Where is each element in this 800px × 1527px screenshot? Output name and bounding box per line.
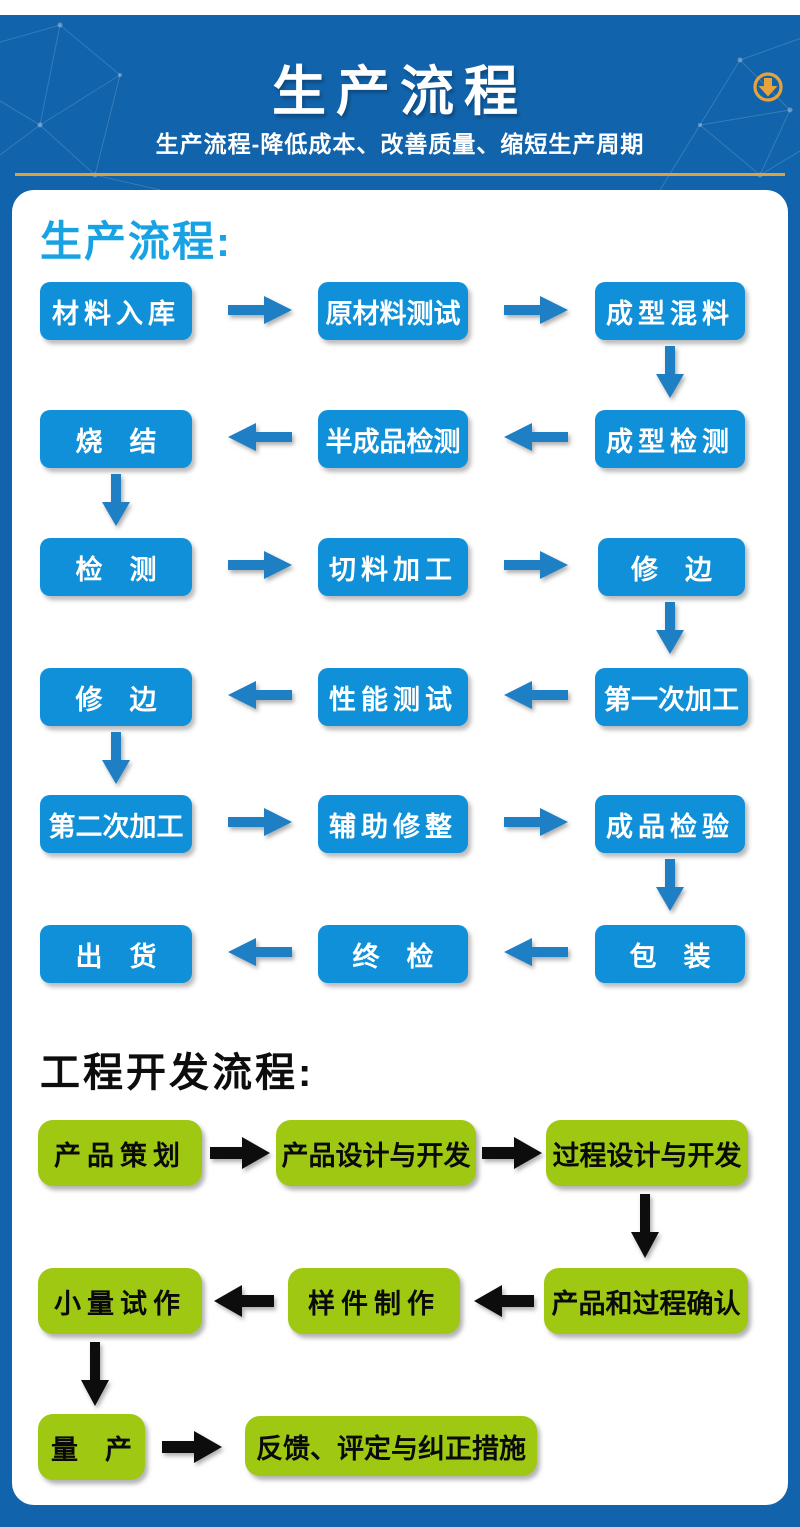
flow-step: 修 边	[40, 668, 192, 726]
flow-step: 过程设计与开发	[546, 1120, 748, 1186]
content-card: 生产流程: 材料入库 原材料测试 成型混料 烧 结 半成品检测 成型检测 检 测…	[12, 190, 788, 1505]
arrow-right-icon	[482, 1136, 542, 1170]
arrow-down-icon	[101, 474, 131, 526]
gold-divider	[15, 173, 785, 176]
production-flow-heading: 生产流程:	[40, 218, 232, 265]
flow-step: 产品策划	[38, 1120, 202, 1186]
top-white-strip	[0, 0, 800, 15]
flow-step: 成型检测	[595, 410, 745, 468]
flow-step: 样件制作	[288, 1268, 460, 1334]
flow-step: 第一次加工	[595, 668, 748, 726]
arrow-left-icon	[504, 421, 568, 453]
flow-step: 成型混料	[595, 282, 745, 340]
arrow-down-icon	[655, 859, 685, 911]
flow-step: 量 产	[38, 1414, 145, 1480]
arrow-right-icon	[228, 294, 292, 326]
flow-step: 原材料测试	[318, 282, 468, 340]
arrow-right-icon	[504, 294, 568, 326]
arrow-down-icon	[630, 1194, 660, 1258]
flow-step: 成品检验	[595, 795, 745, 853]
arrow-right-icon	[228, 549, 292, 581]
arrow-right-icon	[228, 806, 292, 838]
flow-step: 烧 结	[40, 410, 192, 468]
arrow-right-icon	[210, 1136, 270, 1170]
page-subtitle: 生产流程-降低成本、改善质量、缩短生产周期	[155, 131, 645, 157]
engineering-flow-heading: 工程开发流程:	[40, 1051, 315, 1095]
arrow-right-icon	[504, 806, 568, 838]
constellation-pattern-decoration	[0, 22, 800, 190]
arrow-left-icon	[504, 936, 568, 968]
flow-step: 切料加工	[318, 538, 468, 596]
flow-step: 包 装	[595, 925, 745, 983]
flow-step: 材料入库	[40, 282, 192, 340]
arrow-left-icon	[228, 679, 292, 711]
arrow-left-icon	[474, 1284, 534, 1318]
flow-step: 第二次加工	[40, 795, 192, 853]
arrow-right-icon	[504, 549, 568, 581]
flow-step: 修 边	[598, 538, 745, 596]
flow-step: 产品和过程确认	[544, 1268, 748, 1334]
page-title: 生产流程	[272, 62, 528, 122]
header-banner: 生产流程 生产流程-降低成本、改善质量、缩短生产周期	[0, 15, 800, 190]
flow-step: 半成品检测	[318, 410, 468, 468]
flow-step: 检 测	[40, 538, 192, 596]
flow-step: 性能测试	[318, 668, 468, 726]
arrow-down-icon	[655, 602, 685, 654]
arrow-left-icon	[228, 421, 292, 453]
arrow-left-icon	[228, 936, 292, 968]
flow-step: 终 检	[318, 925, 468, 983]
flow-step: 反馈、评定与纠正措施	[245, 1416, 537, 1476]
download-icon[interactable]	[752, 71, 784, 103]
arrow-down-icon	[80, 1342, 110, 1406]
arrow-left-icon	[504, 679, 568, 711]
arrow-left-icon	[214, 1284, 274, 1318]
flow-step: 产品设计与开发	[276, 1120, 476, 1186]
arrow-down-icon	[655, 346, 685, 398]
flow-step: 小量试作	[38, 1268, 202, 1334]
flow-step: 出 货	[40, 925, 192, 983]
arrow-right-icon	[162, 1430, 222, 1464]
flow-step: 辅助修整	[318, 795, 468, 853]
arrow-down-icon	[101, 732, 131, 784]
